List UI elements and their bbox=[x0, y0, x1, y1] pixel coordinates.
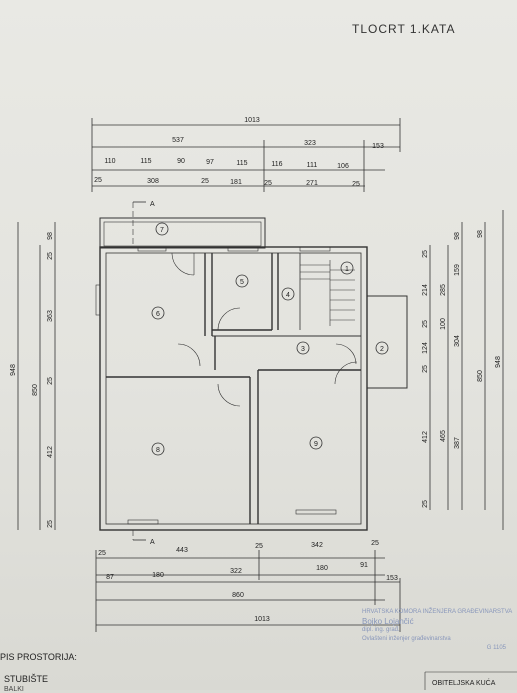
dim-bot-row2-1: 87 bbox=[106, 574, 114, 581]
dim-r2-285: 285 bbox=[440, 284, 447, 296]
dim-top-537: 537 bbox=[172, 137, 184, 144]
dim-bot-row2-extra: 153 bbox=[386, 575, 398, 582]
dim-bot-row1-4: 342 bbox=[311, 542, 323, 549]
stamp-line: Ovlašteni inženjer građevinarstva bbox=[362, 636, 451, 642]
dim-r2-100: 100 bbox=[440, 318, 447, 330]
dim-bot-1013: 1013 bbox=[254, 616, 270, 623]
dim-bot-row2-3: 322 bbox=[230, 568, 242, 575]
room-number-6: 6 bbox=[156, 311, 160, 318]
dim-bot-row1-3: 25 bbox=[255, 543, 263, 550]
engineer-stamp: HRVATSKA KOMORA INŽENJERA GRAĐEVINARSTVA… bbox=[362, 608, 512, 658]
dim-bot-row2-4: 180 bbox=[316, 565, 328, 572]
room-number-5: 5 bbox=[240, 279, 244, 286]
left-dimension-lines bbox=[17, 222, 56, 530]
dim-left-98: 98 bbox=[47, 232, 54, 240]
dim-r1-412: 412 bbox=[422, 431, 429, 443]
dim-bot-row1-5: 25 bbox=[371, 540, 379, 547]
dim-row4-4: 181 bbox=[230, 179, 242, 186]
left-dimension-text: 948 850 98 25 363 25 412 25 bbox=[10, 232, 54, 528]
room-markers bbox=[151, 222, 389, 456]
dim-row3-8: 106 bbox=[337, 163, 349, 170]
dim-r1-25a: 25 bbox=[422, 250, 429, 258]
dim-r1-25b: 25 bbox=[422, 320, 429, 328]
dim-r1-124: 124 bbox=[422, 342, 429, 354]
bottom-dimension-lines bbox=[95, 550, 401, 632]
dim-r3-159: 159 bbox=[454, 264, 461, 276]
top-dimension-text: 1013 537 323 153 110 115 90 97 115 116 1… bbox=[94, 117, 384, 188]
title-block-label: OBITELJSKA KUĆA bbox=[432, 680, 496, 687]
dim-bot-row2-2: 180 bbox=[152, 572, 164, 579]
dim-row3-2: 115 bbox=[140, 158, 151, 165]
dim-row3-1: 110 bbox=[104, 158, 115, 165]
dim-top-153: 153 bbox=[372, 143, 384, 150]
dim-left-412: 412 bbox=[47, 446, 54, 458]
dim-r3-387: 387 bbox=[454, 437, 461, 449]
room-number-9: 9 bbox=[314, 441, 318, 448]
room-number-4: 4 bbox=[286, 292, 290, 299]
dim-r3-304: 304 bbox=[454, 335, 461, 347]
stamp-line: G 1105 bbox=[486, 645, 506, 651]
dim-left-948: 948 bbox=[10, 364, 17, 376]
dim-row4-7: 25 bbox=[352, 181, 360, 188]
bottom-dimension-text: 25 443 25 342 25 87 180 322 180 91 153 8… bbox=[98, 540, 398, 623]
dim-bot-860: 860 bbox=[232, 592, 244, 599]
dim-row3-4: 97 bbox=[206, 159, 214, 166]
dim-row4-3: 25 bbox=[201, 178, 209, 185]
dim-left-25c: 25 bbox=[47, 520, 54, 528]
dim-left-363: 363 bbox=[47, 310, 54, 322]
dim-row4-5: 25 bbox=[264, 180, 272, 187]
room-number-1: 1 bbox=[345, 266, 349, 273]
dim-row3-3: 90 bbox=[177, 158, 185, 165]
stamp-line: dipl. ing. građ. bbox=[362, 627, 400, 633]
dim-r1-25c: 25 bbox=[422, 365, 429, 373]
stamp-line: HRVATSKA KOMORA INŽENJERA GRAĐEVINARSTVA bbox=[362, 609, 513, 615]
dim-bot-row1-1: 25 bbox=[98, 550, 106, 557]
section-mark-bottom: A bbox=[150, 539, 155, 546]
right-dimension-lines bbox=[429, 210, 504, 530]
dim-left-25a: 25 bbox=[47, 252, 54, 260]
section-mark-top: A bbox=[150, 201, 155, 208]
dim-row4-1: 25 bbox=[94, 177, 102, 184]
dim-row3-7: 111 bbox=[307, 162, 318, 169]
dim-r1-214: 214 bbox=[422, 284, 429, 296]
room-number-2: 2 bbox=[380, 346, 384, 353]
dim-left-850: 850 bbox=[32, 384, 39, 396]
room-number-3: 3 bbox=[301, 346, 305, 353]
dim-row3-5: 115 bbox=[236, 160, 247, 167]
dim-row4-6: 271 bbox=[306, 180, 318, 187]
top-dimension-lines bbox=[91, 118, 401, 192]
drawing-title: TLOCRT 1.KATA bbox=[352, 22, 456, 36]
room-numbers: 7 5 1 4 6 3 2 8 9 bbox=[156, 227, 384, 454]
room-number-7: 7 bbox=[160, 227, 164, 234]
dim-bot-row2-5: 91 bbox=[360, 562, 368, 569]
dim-r1-25d: 25 bbox=[422, 500, 429, 508]
dim-r5-948: 948 bbox=[495, 356, 502, 368]
legend-heading: PIS PROSTORIJA: bbox=[0, 652, 77, 662]
dim-row3-6: 116 bbox=[271, 161, 282, 168]
dim-r3-98: 98 bbox=[454, 232, 461, 240]
legend-item-stubiste: STUBIŠTE bbox=[4, 674, 49, 684]
right-dimension-text: 25 214 25 124 25 412 25 285 100 465 98 1… bbox=[422, 230, 502, 508]
dim-row4-2: 308 bbox=[147, 178, 159, 185]
dim-r4-850: 850 bbox=[477, 370, 484, 382]
walls bbox=[95, 201, 408, 541]
dim-bot-row1-2: 443 bbox=[176, 547, 188, 554]
stamp-line: Bojko Lojančić bbox=[362, 617, 414, 626]
dim-r4-98: 98 bbox=[477, 230, 484, 238]
dim-top-323: 323 bbox=[304, 140, 316, 147]
room-number-8: 8 bbox=[156, 447, 160, 454]
dim-top-overall: 1013 bbox=[244, 117, 260, 124]
dim-left-25b: 25 bbox=[47, 377, 54, 385]
dim-r2-465: 465 bbox=[440, 430, 447, 442]
